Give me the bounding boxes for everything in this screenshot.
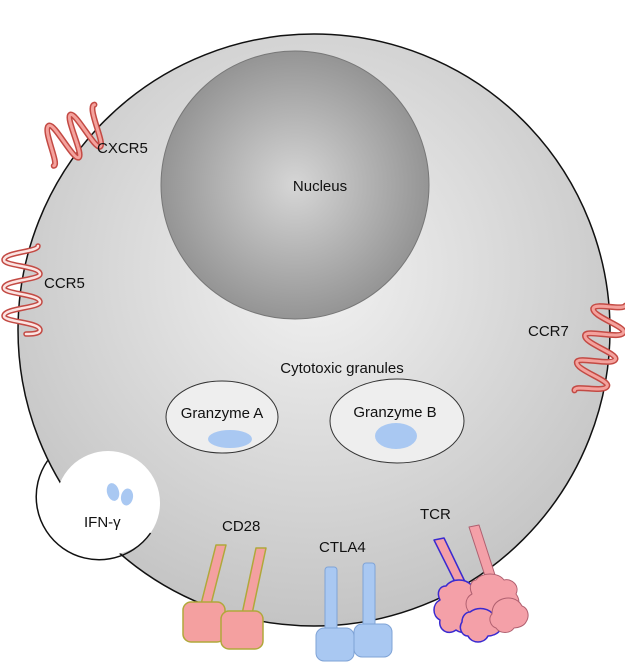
- ccr5-label: CCR5: [44, 275, 85, 292]
- ifn-gamma-label: IFN-γ: [84, 514, 121, 531]
- tcr-label: TCR: [420, 506, 451, 523]
- ctla4-receptor: [315, 562, 393, 662]
- granzyme-a-granule: Granzyme A: [165, 380, 279, 454]
- nucleus: [160, 50, 430, 320]
- ccr5-receptor: [1, 243, 43, 337]
- ctla4-label: CTLA4: [319, 539, 366, 556]
- granzyme-b-label: Granzyme B: [353, 404, 436, 421]
- granzyme-b-granule: Granzyme B: [329, 378, 465, 464]
- cd28-receptor: [182, 544, 267, 650]
- cxcr5-label: CXCR5: [97, 140, 148, 157]
- cytotoxic-granules-label: Cytotoxic granules: [280, 360, 403, 377]
- cd28-label: CD28: [222, 518, 260, 535]
- ifn-gamma-vesicles: [106, 483, 134, 506]
- granzyme-a-label: Granzyme A: [181, 405, 264, 422]
- ccr7-label: CCR7: [528, 323, 569, 340]
- tcr-receptor: [433, 524, 529, 643]
- ccr7-receptor: [571, 302, 625, 394]
- granzyme-b-content: [375, 423, 417, 449]
- nucleus-label: Nucleus: [293, 178, 347, 195]
- granzyme-a-content: [208, 430, 252, 448]
- cxcr5-receptor: [44, 101, 105, 169]
